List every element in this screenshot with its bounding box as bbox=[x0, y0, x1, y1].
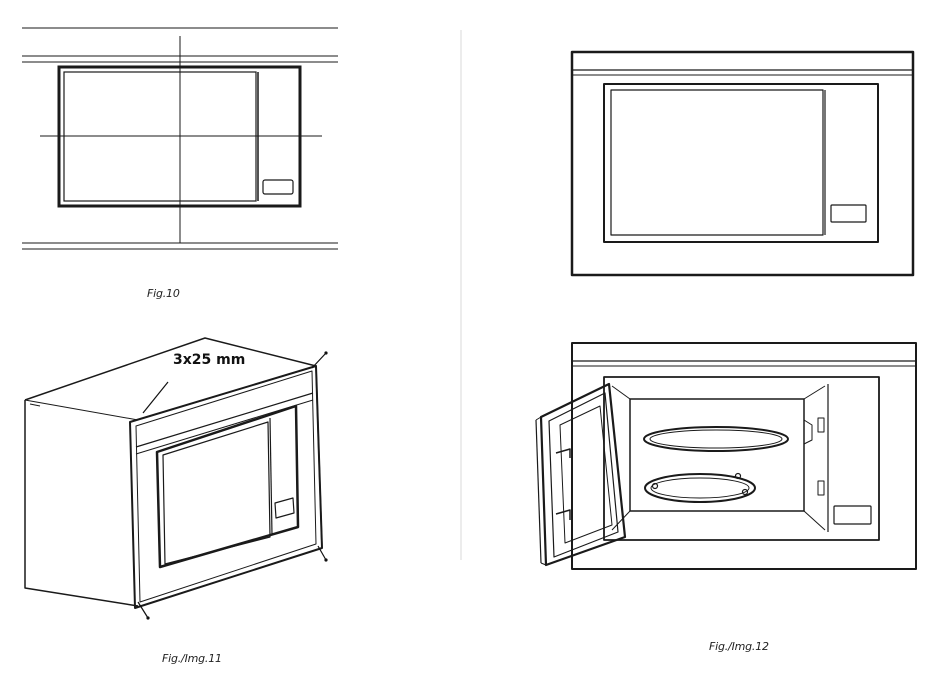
fig12-caption: Fig./Img.12 bbox=[709, 640, 769, 653]
screw-size-label: 3x25 mm bbox=[173, 352, 246, 368]
fig10-caption: Fig.10 bbox=[147, 287, 180, 300]
fig11-caption: Fig./Img.11 bbox=[162, 652, 222, 665]
